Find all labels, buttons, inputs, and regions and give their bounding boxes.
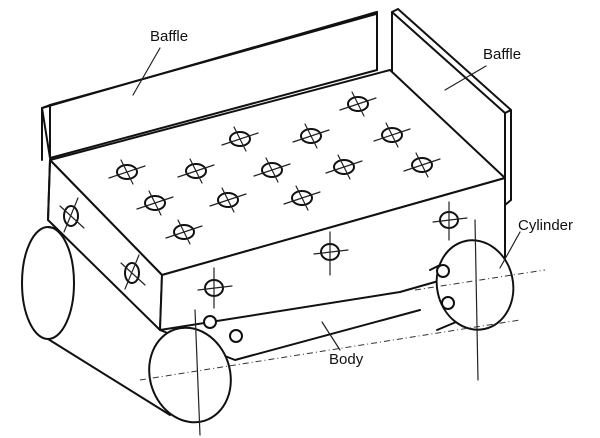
hole [283,185,321,211]
hole [136,190,174,216]
hole [313,231,349,276]
hole [120,254,146,290]
hole [253,157,291,183]
hole [177,158,215,184]
leader-baffle-left [132,47,161,96]
leader-baffle-right [444,65,487,91]
hole [197,267,233,309]
label-body: Body [329,351,364,368]
hole [221,126,259,152]
side-holes [59,197,468,309]
label-baffle-left: Baffle [150,28,189,45]
front-cylinder [139,309,521,436]
leader-lines [132,47,521,351]
top-holes [108,91,441,245]
hole [108,159,146,185]
hole [165,219,203,245]
right-cylinder [414,219,546,381]
hole [403,152,441,178]
hole [325,154,363,180]
hole [432,201,468,241]
hole [209,187,247,213]
leader-cylinder [499,231,521,269]
hole [59,197,85,233]
back-baffle [41,11,378,161]
hole [373,122,411,148]
label-cylinder: Cylinder [518,217,574,234]
hole [339,91,377,117]
hole [292,123,330,149]
label-baffle-right: Baffle [483,46,522,63]
leader-body [321,321,341,351]
